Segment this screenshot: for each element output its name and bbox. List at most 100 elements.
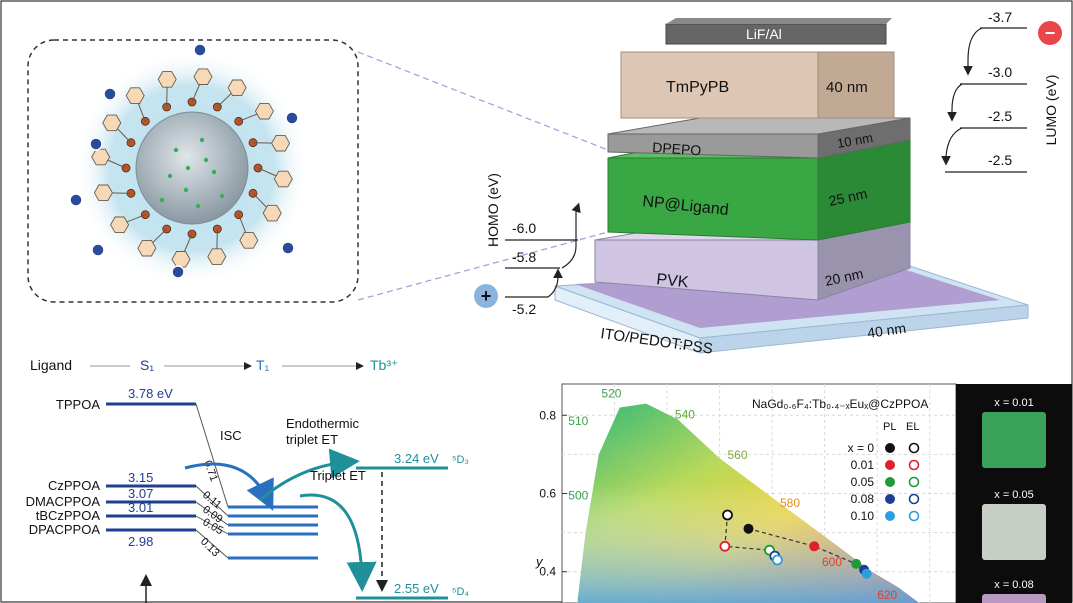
s1-value-dmacppoa: 3.07 xyxy=(128,486,153,501)
el-point-1 xyxy=(719,540,731,552)
homo-arrow-1 xyxy=(547,268,563,298)
isc-label: ISC xyxy=(220,428,242,443)
legend-el-marker-0 xyxy=(908,442,920,454)
layer-tmpypb-side xyxy=(817,51,895,119)
cie-locus-blue-tint xyxy=(577,403,920,603)
benzene-ring-icon xyxy=(207,248,227,265)
benzene-ring-icon xyxy=(239,232,259,249)
isc-rate-5: 0.13 xyxy=(198,536,222,560)
ligand-name-dmacppoa: DMACPPOA xyxy=(26,494,101,509)
cie-title: NaGd₀.₆F₄:Tb₀.₄₋ₓEuₓ@CzPPOA xyxy=(752,397,928,411)
isc-line-czppoa xyxy=(195,485,229,517)
dopant-dot xyxy=(159,197,165,203)
dopant-dot xyxy=(167,173,173,179)
electron-minus-icon xyxy=(1038,21,1062,45)
legend-label-1: 0.01 xyxy=(851,458,875,472)
lumo-diagram: -3.7 -3.0 -2.5 -2.5 LUMO (eV) − xyxy=(941,9,1062,173)
triplet-et-arrow xyxy=(299,493,377,592)
carbazole-terminal-icon xyxy=(89,137,103,151)
legend-el-marker-4 xyxy=(908,510,920,522)
ligand-name-dpacppoa: DPACPPOA xyxy=(29,522,101,537)
isc-line-tppoa xyxy=(195,403,229,508)
s1-value-czppoa: 3.15 xyxy=(128,470,153,485)
wavelength-label-600: 600 xyxy=(822,555,842,569)
benzene-ring-icon xyxy=(102,114,122,132)
benzene-ring-icon xyxy=(273,170,293,188)
carbazole-terminal-icon xyxy=(103,87,117,101)
hole-plus-icon xyxy=(474,284,498,308)
benzene-ring-icon xyxy=(91,148,111,166)
isc-line-dmacppoa xyxy=(195,501,229,526)
layer-ito-right xyxy=(699,304,1029,354)
legend-el-marker-3 xyxy=(908,493,920,505)
lumo-value-3: -2.5 xyxy=(988,108,1012,124)
energy-diagram: Ligand S₁ T₁ Tb³⁺ TPPOA CzPPOA DMACPPOA … xyxy=(26,357,470,603)
carbazole-terminal-icon xyxy=(281,241,295,255)
homo-arrow-2-head xyxy=(571,202,581,214)
benzene-ring-icon xyxy=(125,87,145,104)
homo-arrow-2 xyxy=(561,212,577,269)
pl-point-1 xyxy=(809,541,820,552)
y-tick-label: 0.4 xyxy=(539,565,556,579)
photo-device-1 xyxy=(982,504,1046,560)
photo-label-2: x = 0.08 xyxy=(994,579,1033,591)
legend-pl-marker-2 xyxy=(885,477,895,487)
benzene-ring-icon xyxy=(157,71,177,88)
lumo-value-1: -3.7 xyxy=(988,9,1012,25)
dopant-dot xyxy=(203,157,209,163)
wavelength-label-620: 620 xyxy=(877,588,897,602)
wavelength-label-500: 500 xyxy=(568,488,588,502)
benzene-ring-icon xyxy=(110,216,130,234)
layer-np-thickness: 25 nm xyxy=(827,185,868,209)
photo-label-0: x = 0.01 xyxy=(994,397,1033,409)
lumo-arrow-3 xyxy=(941,127,963,166)
layer-pvk-thickness: 20 nm xyxy=(823,265,864,289)
cie-y-ticks: 0.80.60.4 xyxy=(539,408,567,579)
homo-value-3: -5.2 xyxy=(512,301,536,317)
homo-axis-label: HOMO (eV) xyxy=(485,173,501,247)
endothermic-arrow xyxy=(259,448,360,502)
pl-point-2 xyxy=(851,558,862,569)
homo-value-2: -5.8 xyxy=(512,249,536,265)
layer-dpepo-label: DPEPO xyxy=(652,139,702,158)
ligand-name-tppoa: TPPOA xyxy=(56,397,100,412)
lumo-value-4: -2.5 xyxy=(988,152,1012,168)
tb-state-5d3: ⁵D₃ xyxy=(452,454,469,466)
tb-state-5d4: ⁵D₄ xyxy=(452,586,470,598)
carbazole-terminal-icon xyxy=(69,193,83,207)
header-t1: T₁ xyxy=(256,357,270,373)
dopant-dot xyxy=(211,169,217,175)
legend-label-3: 0.08 xyxy=(851,492,875,506)
nanoparticle-dopant-dots xyxy=(159,137,225,209)
header-tb: Tb³⁺ xyxy=(370,357,398,373)
isc-arrow xyxy=(184,462,274,511)
wavelength-label-560: 560 xyxy=(728,448,748,462)
el-point-0 xyxy=(722,509,733,521)
endothermic-line-2: triplet ET xyxy=(286,432,338,447)
layer-pvk-label: PVK xyxy=(656,271,690,291)
device-stack: ITO/PEDOT:PSS 40 nm PVK 20 nm NP@Ligand … xyxy=(554,18,1029,358)
triplet-et-label: Triplet ET xyxy=(310,468,366,483)
benzene-ring-icon xyxy=(193,68,213,85)
dopant-dot xyxy=(183,187,189,193)
carbazole-terminal-icon xyxy=(285,111,299,125)
legend-el-header: EL xyxy=(906,421,919,433)
s1-value-dpacppoa: 2.98 xyxy=(128,534,153,549)
homo-value-1: -6.0 xyxy=(512,220,536,236)
benzene-ring-icon xyxy=(227,79,247,97)
nanoparticle-panel xyxy=(27,39,359,303)
benzene-ring-icon xyxy=(137,239,157,257)
layer-lifal-top xyxy=(666,18,892,24)
benzene-ring-icon xyxy=(254,102,274,120)
nanoparticle-ligand-shell xyxy=(69,43,299,279)
cie-ylabel: y xyxy=(535,554,544,569)
pl-point-4 xyxy=(861,568,872,579)
layer-lifal-label: LiF/Al xyxy=(746,26,782,42)
header-s1: S₁ xyxy=(140,357,154,373)
y-tick-label: 0.8 xyxy=(539,408,556,422)
